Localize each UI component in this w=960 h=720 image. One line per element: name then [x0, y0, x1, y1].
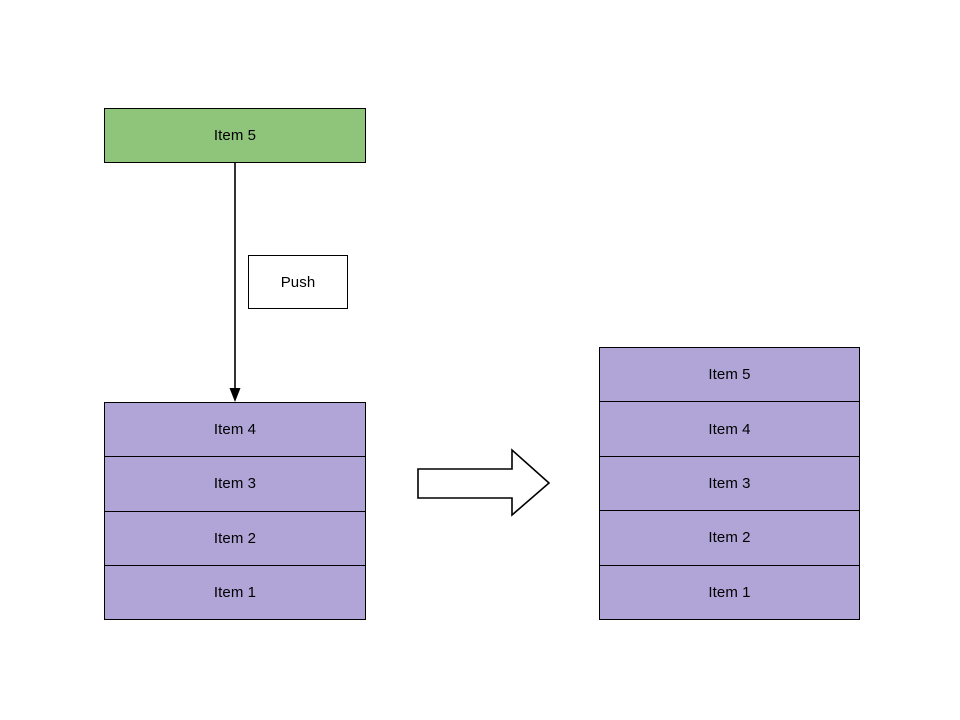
stack-before-item-label: Item 1 — [213, 583, 257, 601]
stack-after-item[interactable]: Item 5 — [600, 348, 859, 403]
transform-arrow-right-icon — [417, 448, 551, 517]
new-item-node[interactable]: Item 5 — [104, 108, 366, 163]
stack-after-item[interactable]: Item 3 — [600, 457, 859, 512]
stack-before-item-label: Item 2 — [213, 529, 257, 547]
stack-after-item[interactable]: Item 1 — [600, 566, 859, 619]
push-arrow-down-icon — [229, 163, 241, 402]
stack-after-item[interactable]: Item 4 — [600, 402, 859, 457]
stack-before-item[interactable]: Item 3 — [105, 457, 365, 512]
stack-before-item-label: Item 4 — [213, 421, 257, 439]
stack-before-item[interactable]: Item 4 — [105, 403, 365, 458]
stack-after: Item 5 Item 4 Item 3 Item 2 Item 1 — [599, 347, 860, 620]
stack-before: Item 4 Item 3 Item 2 Item 1 — [104, 402, 366, 620]
stack-before-item[interactable]: Item 2 — [105, 512, 365, 566]
push-label-box[interactable]: Push — [248, 255, 348, 309]
stack-after-item-label: Item 5 — [708, 366, 751, 384]
stack-before-item[interactable]: Item 1 — [105, 566, 365, 619]
stack-after-item-label: Item 2 — [708, 529, 751, 547]
stack-before-item-label: Item 3 — [213, 475, 257, 493]
push-label-text: Push — [280, 273, 316, 291]
stack-after-item-label: Item 3 — [708, 475, 751, 493]
stack-after-item-label: Item 1 — [708, 583, 751, 601]
stack-after-item[interactable]: Item 2 — [600, 511, 859, 566]
stack-after-item-label: Item 4 — [708, 420, 751, 438]
new-item-label: Item 5 — [213, 127, 257, 144]
